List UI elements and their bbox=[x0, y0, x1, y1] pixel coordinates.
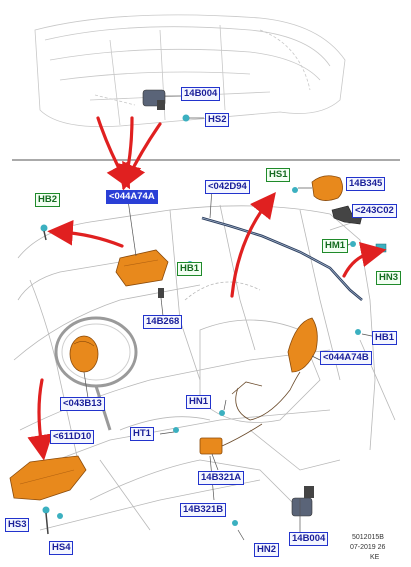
curtain-airbag-rail bbox=[201, 216, 363, 301]
label-hs3: HS3 bbox=[5, 518, 30, 532]
vehicle-interior-wireframe bbox=[13, 204, 396, 531]
label-14b004-top: 14B004 bbox=[181, 87, 221, 101]
label-611d10: <611D10 bbox=[50, 430, 95, 444]
label-hn3: HN3 bbox=[376, 271, 402, 285]
label-14b321b: 14B321B bbox=[180, 503, 227, 517]
front-bumper-sketch bbox=[34, 14, 346, 128]
passenger-airbag-module bbox=[115, 249, 169, 287]
label-243c02: <243C02 bbox=[352, 204, 397, 218]
knee-airbag-module bbox=[9, 455, 87, 501]
label-hs2: HS2 bbox=[205, 113, 230, 127]
wiring-harness bbox=[221, 371, 301, 447]
label-14b321a: 14B321A bbox=[198, 471, 245, 485]
label-042d94: <042D94 bbox=[205, 180, 250, 194]
label-ht1: HT1 bbox=[130, 427, 154, 441]
label-14b345: 14B345 bbox=[346, 177, 386, 191]
bracket-part bbox=[331, 205, 363, 225]
footer-code: 5012015B bbox=[352, 534, 384, 541]
label-hs4: HS4 bbox=[49, 541, 74, 555]
label-hn1: HN1 bbox=[186, 395, 212, 409]
label-hb1-left: HB1 bbox=[177, 262, 203, 276]
seatbelt-pretensioner bbox=[292, 175, 343, 201]
side-airbag-module bbox=[287, 317, 318, 373]
label-hn2: HN2 bbox=[254, 543, 280, 557]
seat-belt-module bbox=[199, 437, 223, 455]
label-044a74a: <044A74A bbox=[106, 190, 158, 204]
label-043b13: <043B13 bbox=[60, 397, 105, 411]
label-hm1: HM1 bbox=[322, 239, 349, 253]
footer-author: KE bbox=[370, 554, 380, 561]
label-14b268: 14B268 bbox=[143, 315, 183, 329]
footer-date: 07-2019 26 bbox=[350, 544, 386, 551]
rear-impact-sensor bbox=[291, 486, 314, 517]
label-hb1-right: HB1 bbox=[372, 331, 398, 345]
front-impact-sensor bbox=[142, 89, 204, 122]
label-hb2: HB2 bbox=[35, 193, 61, 207]
steering-wheel bbox=[54, 316, 138, 431]
label-hs1: HS1 bbox=[266, 168, 291, 182]
label-044a74b: <044A74B bbox=[320, 351, 372, 365]
red-pointer-arrows bbox=[27, 116, 387, 461]
label-14b004-bottom: 14B004 bbox=[289, 532, 329, 546]
